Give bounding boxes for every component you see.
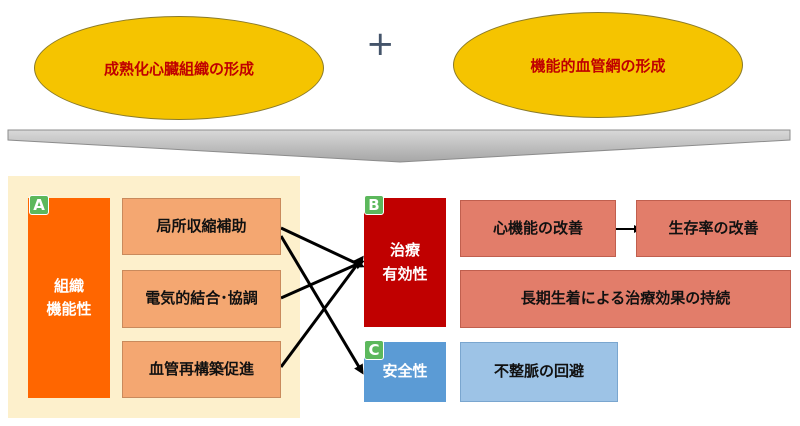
plus-sign: + xyxy=(366,24,395,64)
outcome-label: 生存率の改善 xyxy=(668,218,759,237)
item-label: 局所収縮補助 xyxy=(156,216,247,235)
tissue-functionality-block: 組織 機能性 xyxy=(28,198,110,398)
badge-a: A xyxy=(29,195,49,215)
funnel-shape xyxy=(7,129,791,163)
arrow-contraction-to-efficacy xyxy=(280,226,365,268)
badge-b: B xyxy=(364,195,384,215)
goal-label: 機能的血管網の形成 xyxy=(530,56,666,75)
item-label: 血管再構築促進 xyxy=(148,359,254,378)
item-local-contraction-support: 局所収縮補助 xyxy=(122,198,281,255)
item-vascular-remodeling: 血管再構築促進 xyxy=(122,341,281,398)
outcome-survival: 生存率の改善 xyxy=(636,200,791,257)
outcome-arrhythmia-avoidance: 不整脈の回避 xyxy=(460,342,618,402)
goal-label: 成熟化心臓組織の形成 xyxy=(103,59,254,78)
block-title: 安全性 xyxy=(382,362,428,381)
block-title-line: 有効性 xyxy=(382,264,428,283)
item-label: 電気的結合･協調 xyxy=(145,289,258,308)
block-title-line: 組織 xyxy=(53,276,84,295)
outcome-label: 長期生着による治療効果の持続 xyxy=(520,289,731,308)
goal-ellipse-vascular-network: 機能的血管網の形成 xyxy=(453,12,743,118)
outcome-long-term-engraftment: 長期生着による治療効果の持続 xyxy=(460,270,791,328)
arrow-electrical-to-efficacy xyxy=(280,260,365,300)
arrow-contraction-to-safety xyxy=(279,235,364,375)
outcome-cardiac-function: 心機能の改善 xyxy=(460,200,616,257)
arrow-vascular-to-efficacy xyxy=(279,255,364,368)
goal-ellipse-mature-cardiac-tissue: 成熟化心臓組織の形成 xyxy=(34,16,324,120)
therapeutic-efficacy-block: 治療 有効性 xyxy=(364,198,446,327)
block-title-line: 機能性 xyxy=(46,300,92,318)
outcome-label: 心機能の改善 xyxy=(492,218,583,237)
item-electrical-coupling: 電気的結合･協調 xyxy=(122,270,281,328)
outcome-label: 不整脈の回避 xyxy=(493,362,584,381)
badge-c: C xyxy=(364,340,384,360)
block-title-line: 治療 xyxy=(389,241,420,260)
